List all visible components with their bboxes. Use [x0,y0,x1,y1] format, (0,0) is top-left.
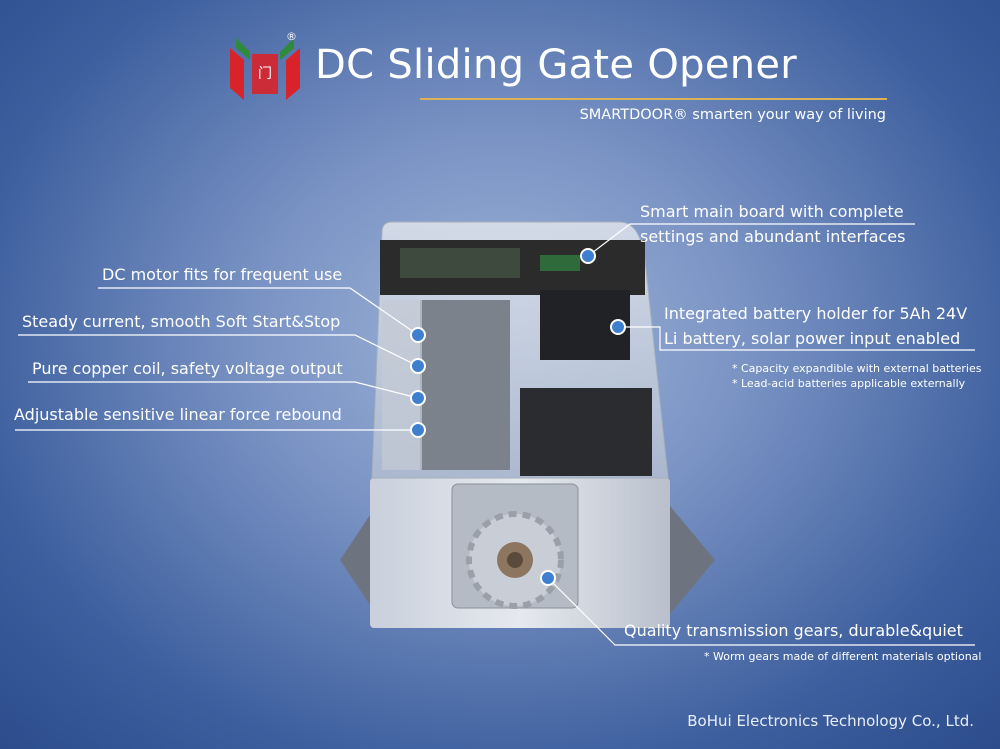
callout-copper-coil: Pure copper coil, safety voltage output [32,359,343,378]
callout-battery-line1: Integrated battery holder for 5Ah 24V [664,304,968,323]
callout-linear-force: Adjustable sensitive linear force reboun… [14,405,342,424]
smartdoor-logo: 门 ® [230,30,300,100]
callout-soft-start: Steady current, smooth Soft Start&Stop [22,312,341,331]
tagline: SMARTDOOR® smarten your way of living [579,107,886,123]
svg-text:门: 门 [258,66,272,82]
company-name: BoHui Electronics Technology Co., Ltd. [687,712,974,730]
callout-dc-motor: DC motor fits for frequent use [102,265,343,284]
registered-mark: ® [286,30,297,43]
leader-lines [15,223,975,646]
gearbox [520,388,652,476]
page-title: DC Sliding Gate Opener [315,42,798,88]
battery-note-2: * Lead-acid batteries applicable externa… [732,377,966,390]
feature-markers [410,248,626,586]
callout-main-board-line1: Smart main board with complete [640,202,904,221]
callout-battery-line2: Li battery, solar power input enabled [664,329,961,348]
callout-main-board-line2: settings and abundant interfaces [640,227,906,246]
gears-note: * Worm gears made of different materials… [704,650,982,663]
battery-note-1: * Capacity expandible with external batt… [732,362,982,375]
callout-gears: Quality transmission gears, durable&quie… [624,621,963,640]
drive-gear [466,511,564,609]
dc-motor [420,300,510,470]
title-divider [420,98,887,100]
